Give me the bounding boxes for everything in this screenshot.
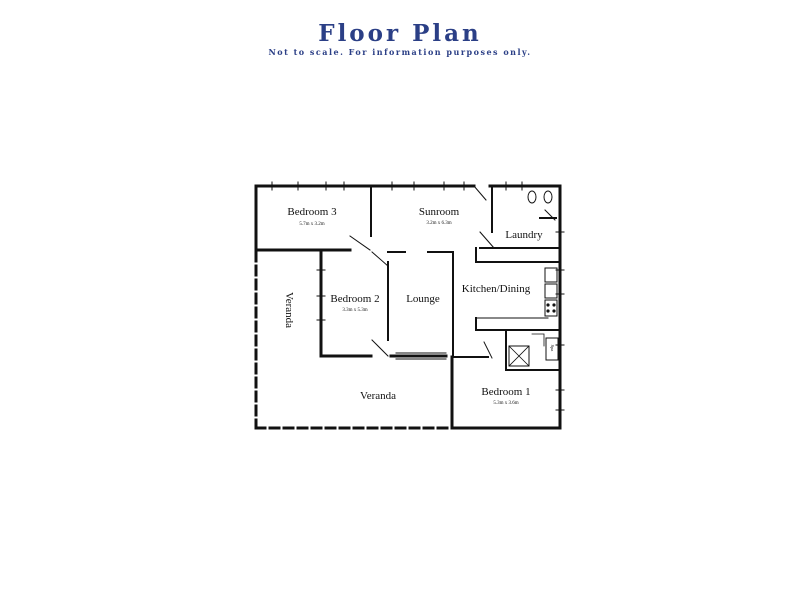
kitchen-sink <box>544 267 558 283</box>
door-sunroom <box>473 185 487 201</box>
page-title: Floor Plan <box>318 20 482 47</box>
window-ticks-bedroom2 <box>316 269 326 321</box>
bedroom2-dimensions: 3.3m x 5.3m <box>342 308 367 313</box>
stove-hotplate-4 <box>552 309 556 313</box>
kitchen-fridge <box>544 283 558 299</box>
door-bedroom1 <box>483 341 493 359</box>
door-bedroom3 <box>349 235 371 251</box>
spa-bath <box>545 337 559 361</box>
lounge-label: Lounge <box>406 293 440 305</box>
vanity <box>531 333 545 347</box>
kitchen-dining-label: Kitchen/Dining <box>462 283 531 295</box>
window-ticks-right <box>555 231 565 411</box>
shower-cross <box>508 345 530 367</box>
door-laundry <box>479 231 495 249</box>
spa-label: Spa <box>550 345 555 352</box>
stove-hotplate-2 <box>552 303 556 307</box>
exterior-wall-top-right <box>450 184 562 430</box>
sunroom-label: Sunroom <box>419 206 460 218</box>
veranda-side-label: Veranda <box>283 292 295 328</box>
door-lounge-hall <box>371 339 389 357</box>
bedroom2-label: Bedroom 2 <box>330 293 379 305</box>
kitchen-stove <box>544 299 558 317</box>
bedroom3-dimensions: 5.7m x 3.2m <box>299 222 324 227</box>
sliding-door <box>395 352 447 360</box>
window-ticks-top <box>271 181 523 191</box>
laundry-label: Laundry <box>505 229 543 241</box>
toilet-1 <box>527 190 537 204</box>
toilet-2 <box>543 190 553 204</box>
bedroom1-label: Bedroom 1 <box>481 386 530 398</box>
bathroom-wall <box>505 329 561 371</box>
door-bedroom2 <box>371 251 389 267</box>
stove-hotplate-3 <box>546 309 550 313</box>
stove-hotplate-1 <box>546 303 550 307</box>
page-subtitle: Not to scale. For information purposes o… <box>268 47 532 57</box>
bedroom3-label: Bedroom 3 <box>287 206 337 218</box>
shower <box>508 345 530 367</box>
bedroom1-dimensions: 5.3m x 3.6m <box>493 401 518 406</box>
veranda-front-label: Veranda <box>360 390 396 402</box>
sunroom-dimensions: 3.2m x 6.3m <box>426 221 451 226</box>
